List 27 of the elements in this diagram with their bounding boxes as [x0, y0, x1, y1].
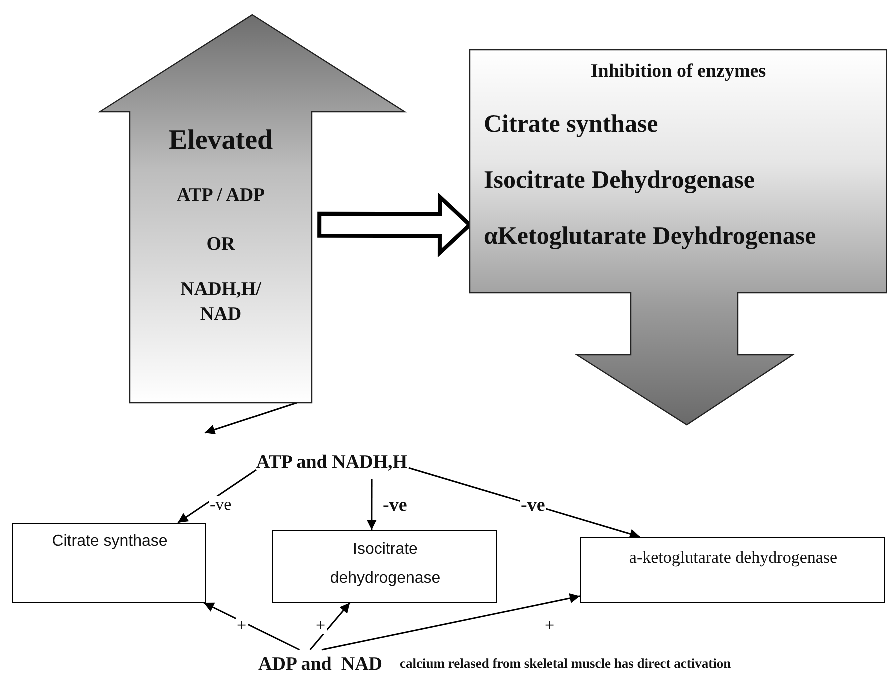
enzyme-name: Citrate synthase — [484, 111, 660, 140]
enzyme-name: αKetoglutarate Deyhdrogenase — [484, 223, 818, 252]
note-text: calcium relased from skeletal muscle has direct activation — [400, 656, 732, 672]
enzyme-name: a-ketoglutarate dehydrogenase — [628, 548, 839, 568]
enzyme-name: Isocitrate dehydrogenase — [329, 540, 442, 589]
arrow-text: NADH,H/ NAD — [180, 278, 262, 327]
enzyme-box — [580, 537, 885, 603]
arrow — [408, 467, 640, 539]
arrow-text: ATP / ADP — [176, 185, 266, 207]
box-heading: Inhibition of enzymes — [590, 61, 768, 83]
arrow — [178, 469, 257, 524]
up-block-arrow — [100, 15, 405, 403]
arrow-text: OR — [206, 234, 236, 256]
arrow-heading: Elevated — [168, 125, 274, 158]
edge-label: -ve — [209, 496, 233, 513]
enzyme-box — [272, 530, 497, 603]
metabolite-label: ADP and NAD — [248, 650, 393, 680]
metabolite-label: ATP and NADH,H — [255, 447, 409, 479]
arrow — [366, 479, 377, 530]
arrow — [310, 602, 351, 650]
enzyme-box — [12, 523, 206, 603]
down-callout-box — [470, 50, 887, 425]
arrow — [204, 602, 300, 651]
arrow — [322, 594, 580, 651]
enzyme-name: Isocitrate Dehydrogenase — [484, 167, 756, 196]
enzyme-name: Citrate synthase — [51, 533, 169, 552]
arrow — [204, 402, 298, 435]
